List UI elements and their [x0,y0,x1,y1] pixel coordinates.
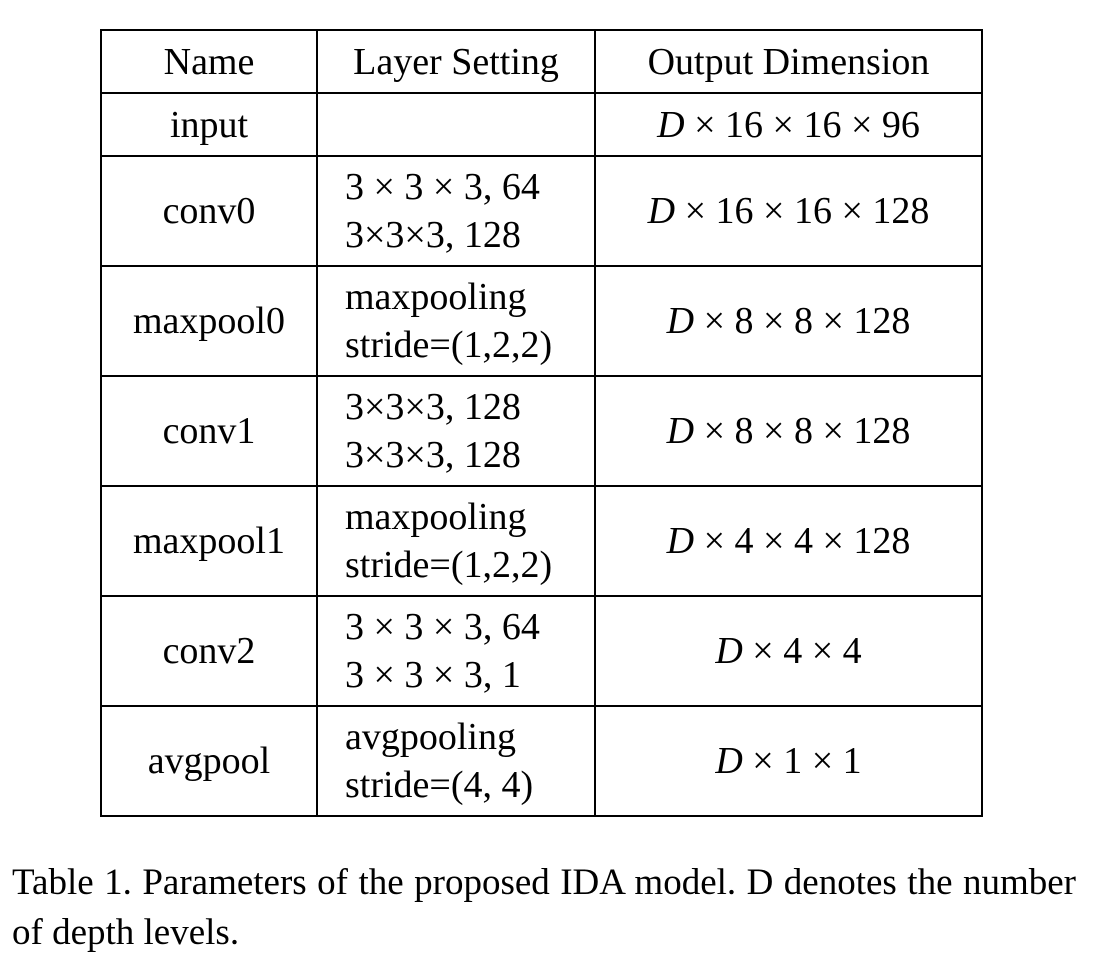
row-name: maxpool1 [100,485,318,597]
variable-d: D [666,300,695,342]
layer-line: maxpooling [345,276,527,318]
layer-line: 3×3×3, 128 [345,214,521,256]
row-name: conv1 [100,375,318,487]
variable-d: D [715,740,743,782]
layer-line: 3×3×3, 128 [345,434,521,476]
row-layer-setting: 3×3×3, 128 3×3×3, 128 [316,375,596,487]
row-output-dimension: D × 4 × 4 [594,595,983,707]
variable-d: D [666,410,695,452]
row-output-dimension: D × 1 × 1 [594,705,983,817]
row-layer-setting: 3 × 3 × 3, 64 3×3×3, 128 [316,155,596,267]
layer-line: stride=(1,2,2) [345,324,553,366]
variable-d: D [715,630,743,672]
row-name: conv0 [100,155,318,267]
row-name: maxpool0 [100,265,318,377]
table-caption: Table 1. Parameters of the proposed IDA … [12,862,1076,953]
row-name: conv2 [100,595,318,707]
layer-line: 3×3×3, 128 [345,386,521,428]
header-layer-setting: Layer Setting [316,29,596,94]
table-row-input: input D × 16 × 16 × 96 [100,92,983,157]
row-layer-setting: avgpooling stride=(4, 4) [316,705,596,817]
layer-line: stride=(4, 4) [345,764,534,806]
layer-line: 3 × 3 × 3, 64 [345,606,540,648]
variable-d: D [666,520,695,562]
row-output-dimension: D × 16 × 16 × 96 [594,92,983,157]
table-row-avgpool: avgpool avgpooling stride=(4, 4) D × 1 ×… [100,705,983,817]
row-layer-setting: 3 × 3 × 3, 64 3 × 3 × 3, 1 [316,595,596,707]
table-header-row: Name Layer Setting Output Dimension [100,29,983,94]
table-row-maxpool1: maxpool1 maxpooling stride=(1,2,2) D × 4… [100,485,983,597]
row-layer-setting [316,92,596,157]
layer-line: avgpooling [345,716,516,758]
row-output-dimension: D × 16 × 16 × 128 [594,155,983,267]
table-row-conv1: conv1 3×3×3, 128 3×3×3, 128 D × 8 × 8 × … [100,375,983,487]
row-output-dimension: D × 8 × 8 × 128 [594,375,983,487]
row-name: input [100,92,318,157]
table-row-conv0: conv0 3 × 3 × 3, 64 3×3×3, 128 D × 16 × … [100,155,983,267]
variable-d: D [657,103,685,146]
row-layer-setting: maxpooling stride=(1,2,2) [316,265,596,377]
layer-line: stride=(1,2,2) [345,544,553,586]
header-name: Name [100,29,318,94]
table-row-maxpool0: maxpool0 maxpooling stride=(1,2,2) D × 8… [100,265,983,377]
row-output-dimension: D × 4 × 4 × 128 [594,485,983,597]
layer-line: maxpooling [345,496,527,538]
table-row-conv2: conv2 3 × 3 × 3, 64 3 × 3 × 3, 1 D × 4 ×… [100,595,983,707]
header-output-dimension: Output Dimension [594,29,983,94]
parameters-table: Name Layer Setting Output Dimension inpu… [100,29,983,817]
row-layer-setting: maxpooling stride=(1,2,2) [316,485,596,597]
variable-d: D [647,190,676,232]
layer-line: 3 × 3 × 3, 1 [345,654,521,696]
layer-line: 3 × 3 × 3, 64 [345,166,540,208]
row-name: avgpool [100,705,318,817]
row-output-dimension: D × 8 × 8 × 128 [594,265,983,377]
